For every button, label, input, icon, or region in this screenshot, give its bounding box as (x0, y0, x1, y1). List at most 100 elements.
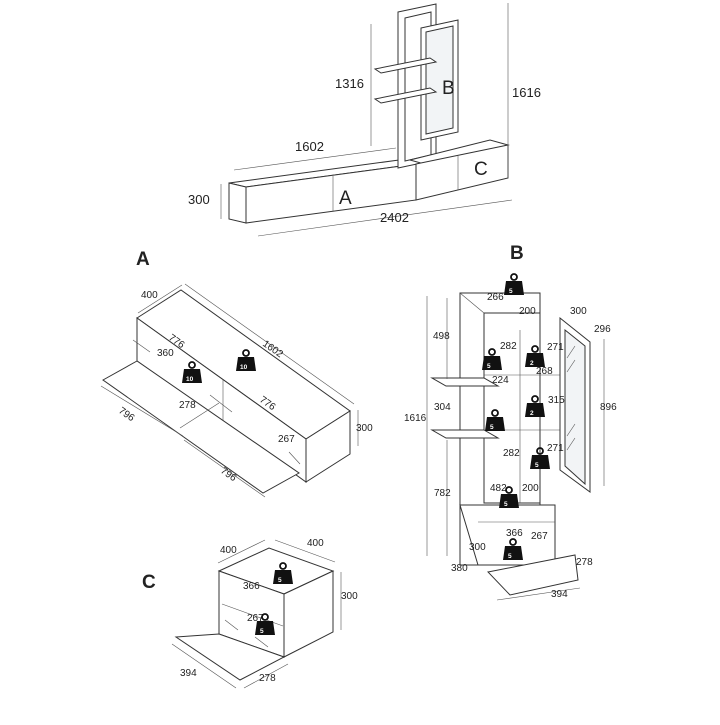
dim-c-300: 300 (341, 591, 358, 602)
label-b: B (442, 78, 455, 99)
dim-b-782: 782 (434, 488, 451, 499)
weight-b6-value: 5 (535, 462, 539, 469)
dim-b-896: 896 (600, 402, 617, 413)
dim-c-366: 366 (243, 581, 260, 592)
section-c-title: C (142, 572, 156, 593)
dim-1616: 1616 (512, 85, 541, 100)
dim-c-400-right-line (274, 539, 336, 563)
weight-b2-value: 5 (487, 363, 491, 370)
dim-a-278: 278 (179, 400, 196, 411)
weight-icon: 5 (498, 486, 520, 509)
dim-300: 300 (188, 192, 210, 207)
section-a-title: A (136, 249, 150, 270)
weight-icon: 5 (272, 562, 294, 585)
glass-door-pane (425, 25, 454, 135)
weight-icon: 5 (481, 348, 503, 371)
b-glass-reflection (566, 345, 576, 451)
hinge-a1 (132, 339, 151, 353)
dim-a-360: 360 (157, 348, 174, 359)
overview-drawing: 1316 1616 1602 300 2402 A B C (188, 3, 541, 237)
dim-b-482: 482 (490, 483, 507, 494)
dim-b-315: 315 (548, 395, 565, 406)
dim-a-267: 267 (278, 434, 295, 445)
dim-line-1602 (233, 147, 397, 171)
section-c: C 400 400 366 267 300 394 278 5 5 (142, 538, 358, 689)
dim-b-268: 268 (536, 366, 553, 377)
dim-c-267: 267 (247, 613, 264, 624)
b-edge (459, 292, 485, 314)
dim-b-366: 366 (506, 528, 523, 539)
side-shelf-lower (373, 87, 438, 104)
section-a: A 400 1602 776 360 278 776 267 300 796 7… (100, 249, 373, 498)
dim-b-380: 380 (451, 563, 468, 574)
dim-line-2402 (257, 199, 513, 237)
weight-c2-value: 5 (260, 628, 264, 635)
dim-a-300: 300 (356, 423, 373, 434)
hinge-c1 (224, 619, 239, 631)
dim-b-278: 278 (576, 557, 593, 568)
section-c-open-flap (174, 633, 286, 681)
weight-icon: 5 (484, 409, 506, 432)
dim-b-394: 394 (551, 589, 568, 600)
dim-a-796-bottom-line (183, 439, 266, 498)
dim-b-1616: 1616 (404, 413, 427, 424)
b-shelf-left-lower (430, 429, 500, 439)
weight-a1-value: 10 (186, 376, 194, 383)
hinge-c2 (254, 636, 269, 648)
dim-c-400-left-line (217, 539, 266, 564)
dim-b-271-top: 271 (547, 342, 564, 353)
weight-icon: 5 (503, 273, 525, 296)
dim-c-400-right: 400 (307, 538, 324, 549)
dim-a-796-left: 796 (116, 405, 136, 424)
weight-icon: 10 (235, 349, 257, 372)
weight-c1-value: 5 (278, 577, 282, 584)
dim-b-224: 224 (492, 375, 509, 386)
dim-b-200-top: 200 (519, 306, 536, 317)
weight-b7-value: 5 (504, 501, 508, 508)
weight-b1-value: 5 (509, 288, 513, 295)
hinge-a2 (209, 394, 233, 413)
section-a-back (136, 317, 307, 483)
weight-b5-value: 2 (530, 410, 534, 417)
weight-icon: 10 (181, 361, 203, 384)
dim-b-267: 267 (531, 531, 548, 542)
dim-c-400-left: 400 (220, 545, 237, 556)
dim-c-278-line (243, 663, 289, 689)
b-glass-door-pane (564, 328, 586, 486)
weight-b3-value: 2 (530, 360, 534, 367)
section-a-flap-split (179, 402, 220, 429)
weight-icon: 2 (524, 395, 546, 418)
dim-b-266: 266 (487, 292, 504, 303)
hinge-a3 (288, 451, 301, 465)
weight-icon: 2 (524, 345, 546, 368)
label-c: C (474, 159, 488, 180)
dim-b-300-bot: 300 (469, 542, 486, 553)
weight-a2-value: 10 (240, 364, 248, 371)
dim-c-278: 278 (259, 673, 276, 684)
dim-b-304: 304 (434, 402, 451, 413)
dim-2402: 2402 (380, 210, 409, 225)
weight-icon: 5 (529, 447, 551, 470)
dim-a-400-line (137, 284, 183, 314)
dim-b-282-top: 282 (500, 341, 517, 352)
dim-b-282-mid: 282 (503, 448, 520, 459)
label-a: A (339, 188, 352, 209)
side-shelf-upper (373, 57, 438, 74)
dim-b-271-mid: 271 (547, 443, 564, 454)
weight-icon: 5 (254, 613, 276, 636)
b-bottom-flap (487, 554, 579, 596)
section-b: B 266 200 300 296 498 282 271 224 26 (404, 243, 617, 601)
dim-b-300: 300 (570, 306, 587, 317)
dim-c-394: 394 (180, 668, 197, 679)
dim-a-1602-line (184, 283, 355, 405)
dim-b-394-line (496, 587, 581, 601)
weight-icon: 5 (502, 538, 524, 561)
cabinet-a-side (228, 182, 247, 224)
dim-a-796-left-line (100, 385, 184, 437)
weight-b8-value: 5 (508, 553, 512, 560)
dim-b-200-bot: 200 (522, 483, 539, 494)
section-a-open-flaps (102, 360, 300, 494)
dim-1316: 1316 (335, 76, 364, 91)
weight-b4-value: 5 (490, 424, 494, 431)
